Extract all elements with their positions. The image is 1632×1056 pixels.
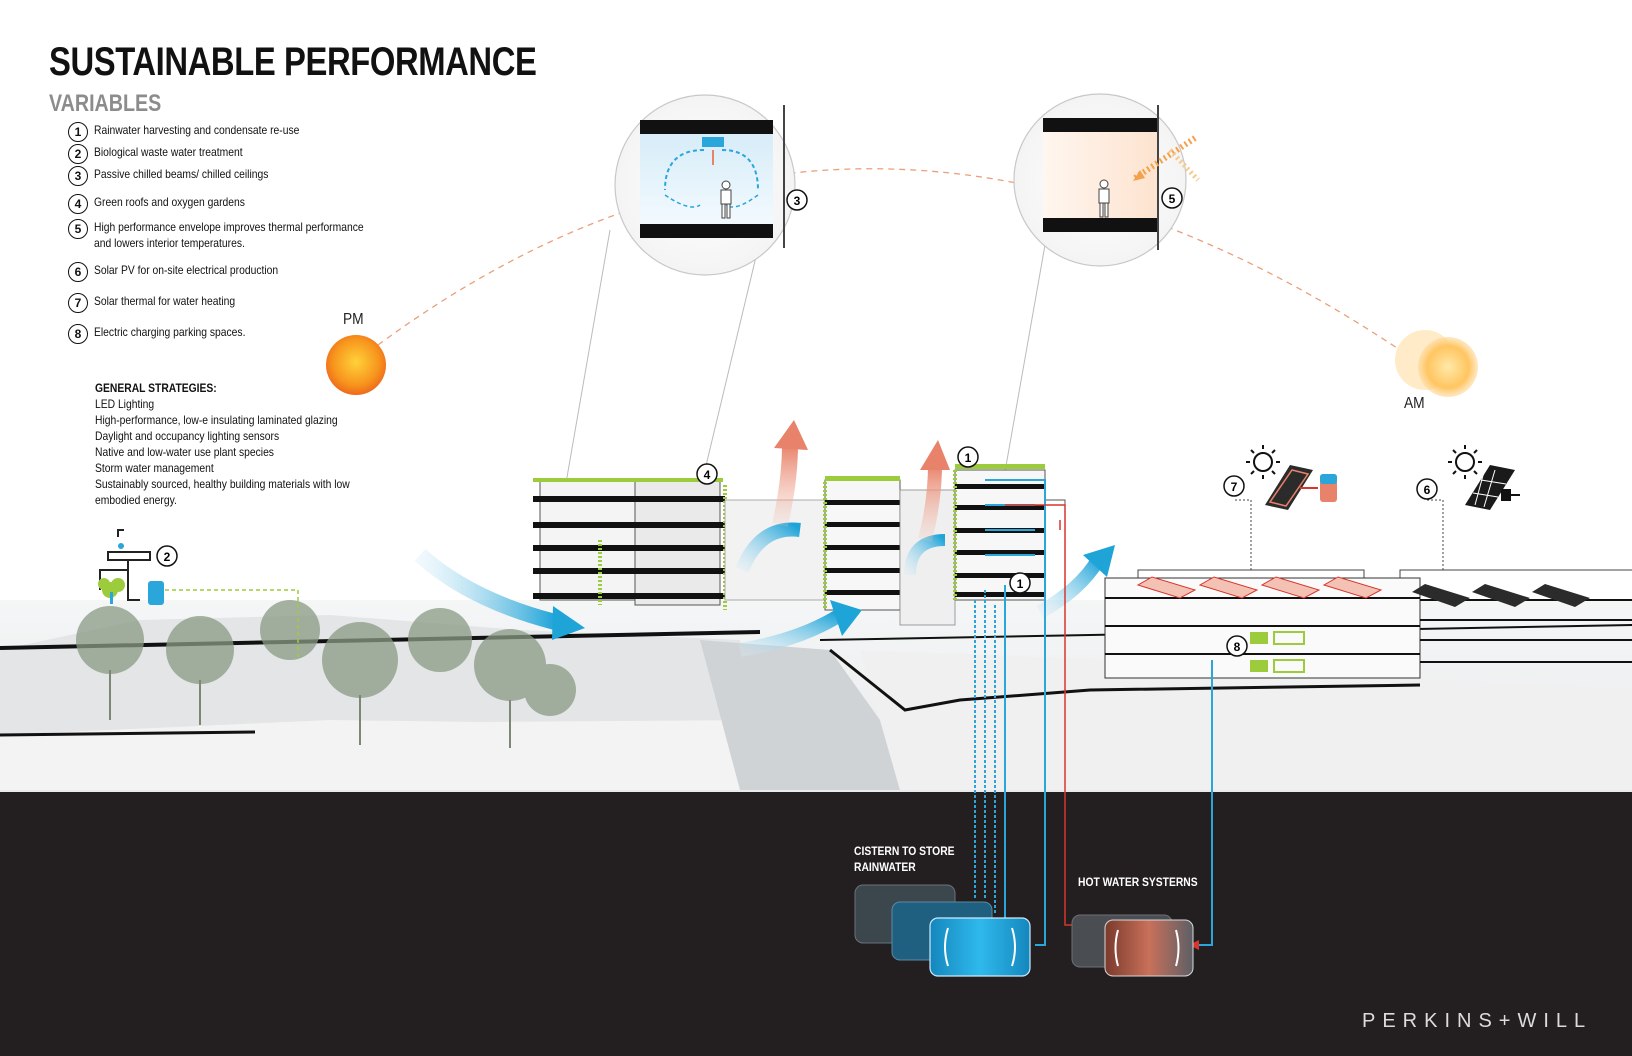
exhaust-arrow-east — [918, 464, 942, 542]
legend-number: 3 — [68, 166, 88, 186]
svg-text:6: 6 — [1424, 483, 1431, 497]
rainwater-cistern-tanks — [854, 884, 1031, 977]
legend-item-2: 2 Biological waste water treatment — [68, 144, 267, 164]
brand-logo: PERKINS+WILL — [1362, 1010, 1593, 1032]
tree-row — [76, 600, 576, 716]
air-courtyard-arrow — [735, 522, 801, 573]
legend-text: Rainwater harvesting and condensate re-u… — [94, 123, 300, 137]
marker-3: 3 — [786, 189, 808, 211]
legend-text: Passive chilled beams/ chilled ceilings — [94, 167, 269, 181]
legend-number: 5 — [68, 219, 88, 239]
marker-5: 5 — [1161, 187, 1183, 209]
legend-item-4: 4 Green roofs and oxygen gardens — [68, 194, 269, 214]
legend-item-7: 7 Solar thermal for water heating — [68, 293, 258, 313]
svg-text:1: 1 — [1017, 577, 1024, 591]
hot-water-label: HOT WATER SYSTERNS — [1078, 875, 1198, 889]
legend-item-1: 1 Rainwater harvesting and condensate re… — [68, 122, 333, 142]
cistern-tank — [929, 917, 1031, 977]
sun-path-arc — [377, 168, 1401, 351]
water-tap-icon — [99, 529, 151, 601]
solar-thermal-roof-panels — [1136, 576, 1383, 599]
center-building — [823, 476, 901, 611]
marker-1-core: 1 — [1009, 572, 1031, 594]
legend-text: Solar thermal for water heating — [94, 294, 236, 308]
cistern-label-line2: RAINWATER — [854, 860, 916, 874]
legend-number: 1 — [68, 122, 88, 142]
svg-text:4: 4 — [704, 468, 711, 482]
pm-label: PM — [343, 311, 364, 328]
solar-thermal-panel-icon — [1265, 465, 1318, 510]
svg-text:8: 8 — [1234, 640, 1241, 654]
marker-8: 8 — [1226, 635, 1248, 657]
sun-icon — [1246, 445, 1280, 479]
solar-pv-roof-panels — [1412, 584, 1590, 607]
strategy-item: Storm water management — [95, 461, 214, 475]
plug-icon — [1501, 489, 1520, 501]
envelope-detail-bubble — [999, 93, 1200, 501]
tree-icon — [98, 578, 125, 598]
legend-number: 7 — [68, 293, 88, 313]
strategy-item: embodied energy. — [95, 493, 177, 507]
page-subtitle: VARIABLES — [49, 90, 162, 117]
legend-text: Electric charging parking spaces. — [94, 325, 246, 339]
marker-4: 4 — [696, 463, 718, 485]
legend-text: Solar PV for on-site electrical producti… — [94, 263, 279, 277]
general-strategies: GENERAL STRATEGIES: LED Lighting High-pe… — [95, 380, 350, 508]
legend-text: High performance envelope improves therm… — [94, 219, 364, 251]
air-intake-arrow — [414, 549, 558, 630]
svg-text:2: 2 — [164, 550, 171, 564]
marker-2: 2 — [156, 545, 178, 567]
legend-item-8: 8 Electric charging parking spaces. — [68, 324, 270, 344]
legend-text-line2: and lowers interior temperatures. — [94, 236, 245, 250]
svg-text:5: 5 — [1169, 192, 1176, 206]
legend-number: 2 — [68, 144, 88, 164]
svg-text:7: 7 — [1231, 480, 1238, 494]
pm-sun-icon — [326, 335, 386, 395]
legend-text: Green roofs and oxygen gardens — [94, 195, 245, 209]
legend-number: 6 — [68, 262, 88, 282]
svg-text:1: 1 — [965, 451, 972, 465]
barrel-icon — [1320, 474, 1337, 502]
chilled-beam-icon — [702, 137, 724, 147]
am-label: AM — [1404, 395, 1425, 412]
cistern-label: CISTERN TO STORE RAINWATER — [854, 843, 955, 875]
marker-1-roof: 1 — [957, 446, 979, 468]
legend-number: 8 — [68, 324, 88, 344]
air-flow-under-arrow — [738, 609, 844, 657]
marker-7: 7 — [1223, 475, 1245, 497]
cistern-label-line1: CISTERN TO STORE — [854, 844, 955, 858]
legend-item-3: 3 Passive chilled beams/ chilled ceiling… — [68, 166, 297, 186]
underground — [0, 792, 1632, 1056]
strategy-item: High-performance, low-e insulating lamin… — [95, 413, 338, 427]
strategy-item: LED Lighting — [95, 397, 155, 411]
legend-item-5: 5 High performance envelope improves the… — [68, 219, 407, 251]
exhaust-arrow-west — [772, 444, 798, 527]
legend-text-line1: High performance envelope improves therm… — [94, 220, 364, 234]
person-icon — [720, 180, 732, 219]
legend-text: Biological waste water treatment — [94, 145, 243, 159]
marker-6: 6 — [1416, 478, 1438, 500]
strategy-item: Sustainably sourced, healthy building ma… — [95, 477, 350, 491]
sun-icon — [1448, 445, 1482, 479]
barrel-icon — [148, 581, 164, 605]
legend-item-6: 6 Solar PV for on-site electrical produc… — [68, 262, 308, 282]
svg-text:3: 3 — [794, 194, 801, 208]
hot-water-tank — [1104, 919, 1194, 977]
strategy-item: Native and low-water use plant species — [95, 445, 274, 459]
strategies-heading: GENERAL STRATEGIES: — [95, 381, 217, 395]
air-courtyard-east-arrow — [904, 534, 946, 576]
solar-pv-panel-icon — [1465, 465, 1515, 510]
strategy-item: Daylight and occupancy lighting sensors — [95, 429, 280, 443]
am-sun-icon — [1395, 330, 1478, 397]
west-building — [533, 478, 727, 610]
air-flow-east-arrow — [1036, 556, 1105, 619]
page-title: SUSTAINABLE PERFORMANCE — [49, 40, 537, 84]
chilled-beam-detail-bubble — [549, 94, 796, 576]
legend-number: 4 — [68, 194, 88, 214]
hot-water-tanks — [1071, 914, 1194, 977]
